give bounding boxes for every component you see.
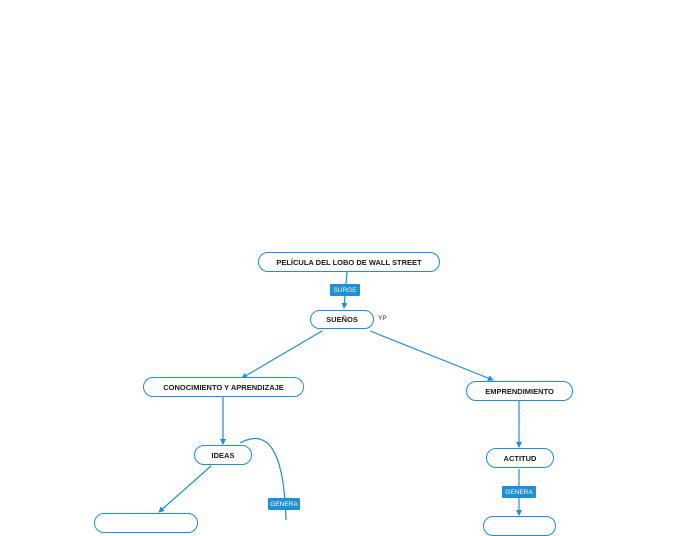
link-label-genera-left: GENERA: [268, 498, 300, 510]
edge-suenos-conocimiento: [241, 330, 323, 379]
node-actitud-child-partial[interactable]: [483, 516, 556, 536]
node-conocimiento-aprendizaje[interactable]: CONOCIMIENTO Y APRENDIZAJE: [143, 377, 304, 397]
node-suenos[interactable]: SUEÑOS: [310, 310, 374, 329]
link-label-genera-right: GENERA: [502, 486, 536, 498]
node-emprendimiento[interactable]: EMPRENDIMIENTO: [466, 381, 573, 401]
link-label-surge: SURGE: [330, 284, 360, 296]
edge-suenos-emprendimiento: [369, 330, 494, 381]
annotation-yp: YP: [378, 315, 387, 322]
edge-ideas-child: [158, 465, 212, 513]
concept-map-connectors: [158, 271, 522, 520]
node-pelicula-lobo-wall-street[interactable]: PELÍCULA DEL LOBO DE WALL STREET: [258, 252, 440, 272]
node-actitud[interactable]: ACTITUD: [486, 448, 554, 468]
node-ideas[interactable]: IDEAS: [194, 445, 252, 465]
node-ideas-child-partial[interactable]: [94, 513, 198, 533]
